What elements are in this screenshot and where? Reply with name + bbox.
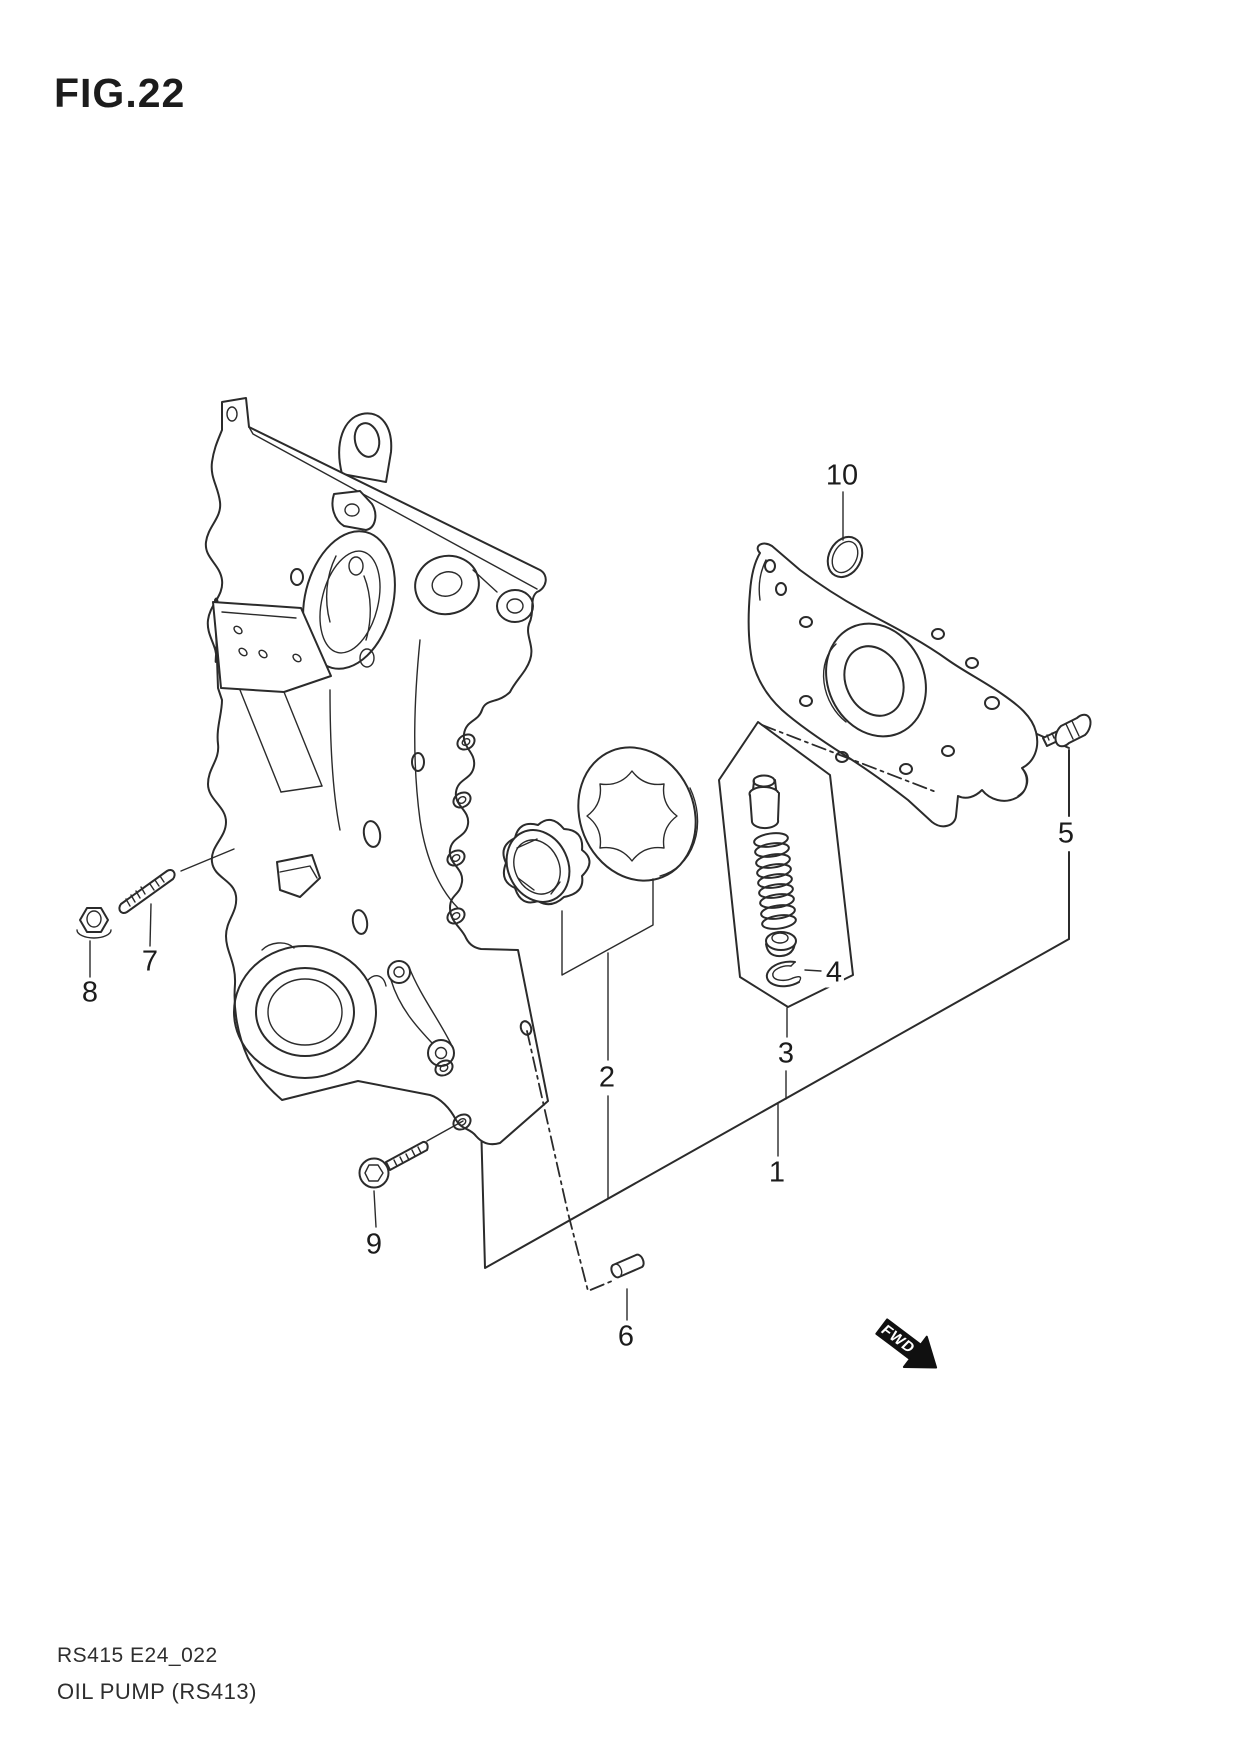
bracket-leg-base — [280, 785, 323, 793]
leader-line-3 — [785, 1007, 788, 1100]
relief-valve-spring — [753, 832, 797, 930]
lever-eye-top — [387, 960, 411, 984]
oval-face-arc-left — [325, 555, 337, 623]
leader-line-9 — [373, 1190, 377, 1228]
callout-10: 10 — [823, 459, 861, 492]
cover-silhouette — [204, 397, 549, 1146]
oval-face-hole-top — [348, 556, 364, 576]
boss-bridge-line — [472, 569, 498, 593]
rotor-group-bracket — [561, 878, 654, 976]
o-ring-drawing — [826, 535, 864, 579]
cover-corner-boss-hole — [506, 598, 524, 614]
pin-6-centerline — [526, 1030, 613, 1292]
relief-valve-piston — [748, 774, 780, 830]
pin-6-drawing — [610, 1253, 645, 1279]
callout-6: 6 — [615, 1320, 637, 1353]
bracket-screw-dot-1 — [233, 625, 243, 635]
bracket-screw-dot-4 — [292, 653, 302, 663]
lever-eye-top-hole — [393, 966, 405, 978]
pump-case-bolt-holes — [764, 559, 1000, 775]
assembly-box-left-bottom-edge — [480, 938, 1070, 1269]
cover-upper-boss — [414, 554, 480, 616]
crank-seal-boss-mid — [255, 967, 355, 1057]
pump-case-ring-arc — [822, 643, 847, 723]
outer-rotor-lobes — [586, 770, 678, 862]
pump-case-raised-ring — [825, 622, 927, 738]
callout-8: 8 — [79, 976, 101, 1009]
pump-case-outline — [747, 542, 1039, 828]
relief-valve-box — [718, 721, 854, 1008]
relief-valve-centerline — [761, 724, 937, 793]
crank-seal-boss-outer — [233, 945, 377, 1079]
bracket-screw-dot-3 — [258, 649, 268, 659]
cover-interior-wall-left — [329, 689, 341, 831]
outer-rotor-drawing — [577, 746, 699, 882]
mount-bracket-plate — [212, 601, 332, 693]
inner-rotor-bore — [513, 839, 561, 895]
cover-block-boss-face — [279, 865, 318, 879]
fwd-arrow-shape — [875, 1318, 938, 1369]
callout-5: 5 — [1055, 817, 1077, 850]
cover-top-hump-hole — [353, 422, 381, 458]
outer-rotor-depth-edge — [659, 787, 699, 877]
timing-cover-drawing — [204, 397, 549, 1146]
bracket-leg-left — [239, 689, 282, 793]
inner-rotor-drawing — [502, 818, 591, 906]
bolt-5-drawing — [1042, 713, 1092, 748]
cover-ear-hole — [226, 406, 238, 422]
nut-8-drawing — [76, 907, 112, 939]
figure-caption: OIL PUMP (RS413) — [57, 1679, 257, 1704]
callout-3: 3 — [775, 1037, 797, 1070]
cover-corner-boss — [496, 589, 534, 623]
oval-face-arc-right — [363, 575, 371, 641]
cover-oval-face-inner — [319, 550, 381, 654]
figure-code: RS415 E24_022 — [57, 1644, 218, 1667]
callout-4: 4 — [823, 956, 845, 989]
lever-side-left — [390, 979, 433, 1044]
callout-1: 1 — [766, 1156, 788, 1189]
rail-center-boss — [331, 490, 377, 531]
relief-valve-retainer — [765, 931, 797, 958]
figure-title: FIG.22 — [54, 70, 186, 116]
pump-case-drawing — [747, 542, 1039, 828]
inner-rotor-bore-facets — [516, 838, 561, 895]
pump-case-center-bore — [843, 645, 905, 717]
page-footer: RS415 E24_022 OIL PUMP (RS413) — [57, 1644, 257, 1705]
mount-bracket-edge-line — [221, 611, 297, 619]
callout-9: 9 — [363, 1228, 385, 1261]
cover-oval-face-outer — [302, 530, 396, 670]
bracket-leg-right — [283, 691, 323, 787]
rail-center-boss-hole — [344, 503, 360, 517]
leader-line-4 — [804, 969, 822, 972]
lever-eye-bottom-hole — [434, 1046, 448, 1060]
bracket-screw-dot-2 — [238, 647, 248, 657]
fwd-arrow: FWD — [875, 1318, 938, 1369]
bolt-9-drawing — [358, 1140, 429, 1189]
cover-top-hump — [338, 412, 393, 483]
seal-boss-tab-top — [261, 942, 295, 951]
bolt-9-pointer-line — [426, 1120, 464, 1142]
oval-face-hole-bottom — [359, 648, 375, 668]
cover-upper-boss-hole — [431, 571, 463, 597]
cover-small-holes — [290, 568, 533, 1036]
leader-line-7 — [149, 903, 152, 947]
lever-side-right — [408, 966, 452, 1045]
stud-7-pointer-line — [180, 848, 235, 872]
callout-7: 7 — [139, 945, 161, 978]
leader-lines — [89, 491, 937, 1321]
stud-7-drawing — [118, 869, 176, 914]
cover-rail-inner-line — [248, 426, 538, 590]
crank-seal-boss-inner — [267, 978, 343, 1046]
cover-interior-wall-right — [414, 639, 459, 909]
snap-ring — [765, 960, 802, 988]
relief-valve-group — [718, 721, 854, 1008]
pump-case-lobe-arc — [1017, 767, 1029, 797]
seal-boss-tab-right — [367, 975, 387, 987]
callout-2: 2 — [596, 1061, 618, 1094]
rotor-bracket-lines — [561, 878, 654, 976]
